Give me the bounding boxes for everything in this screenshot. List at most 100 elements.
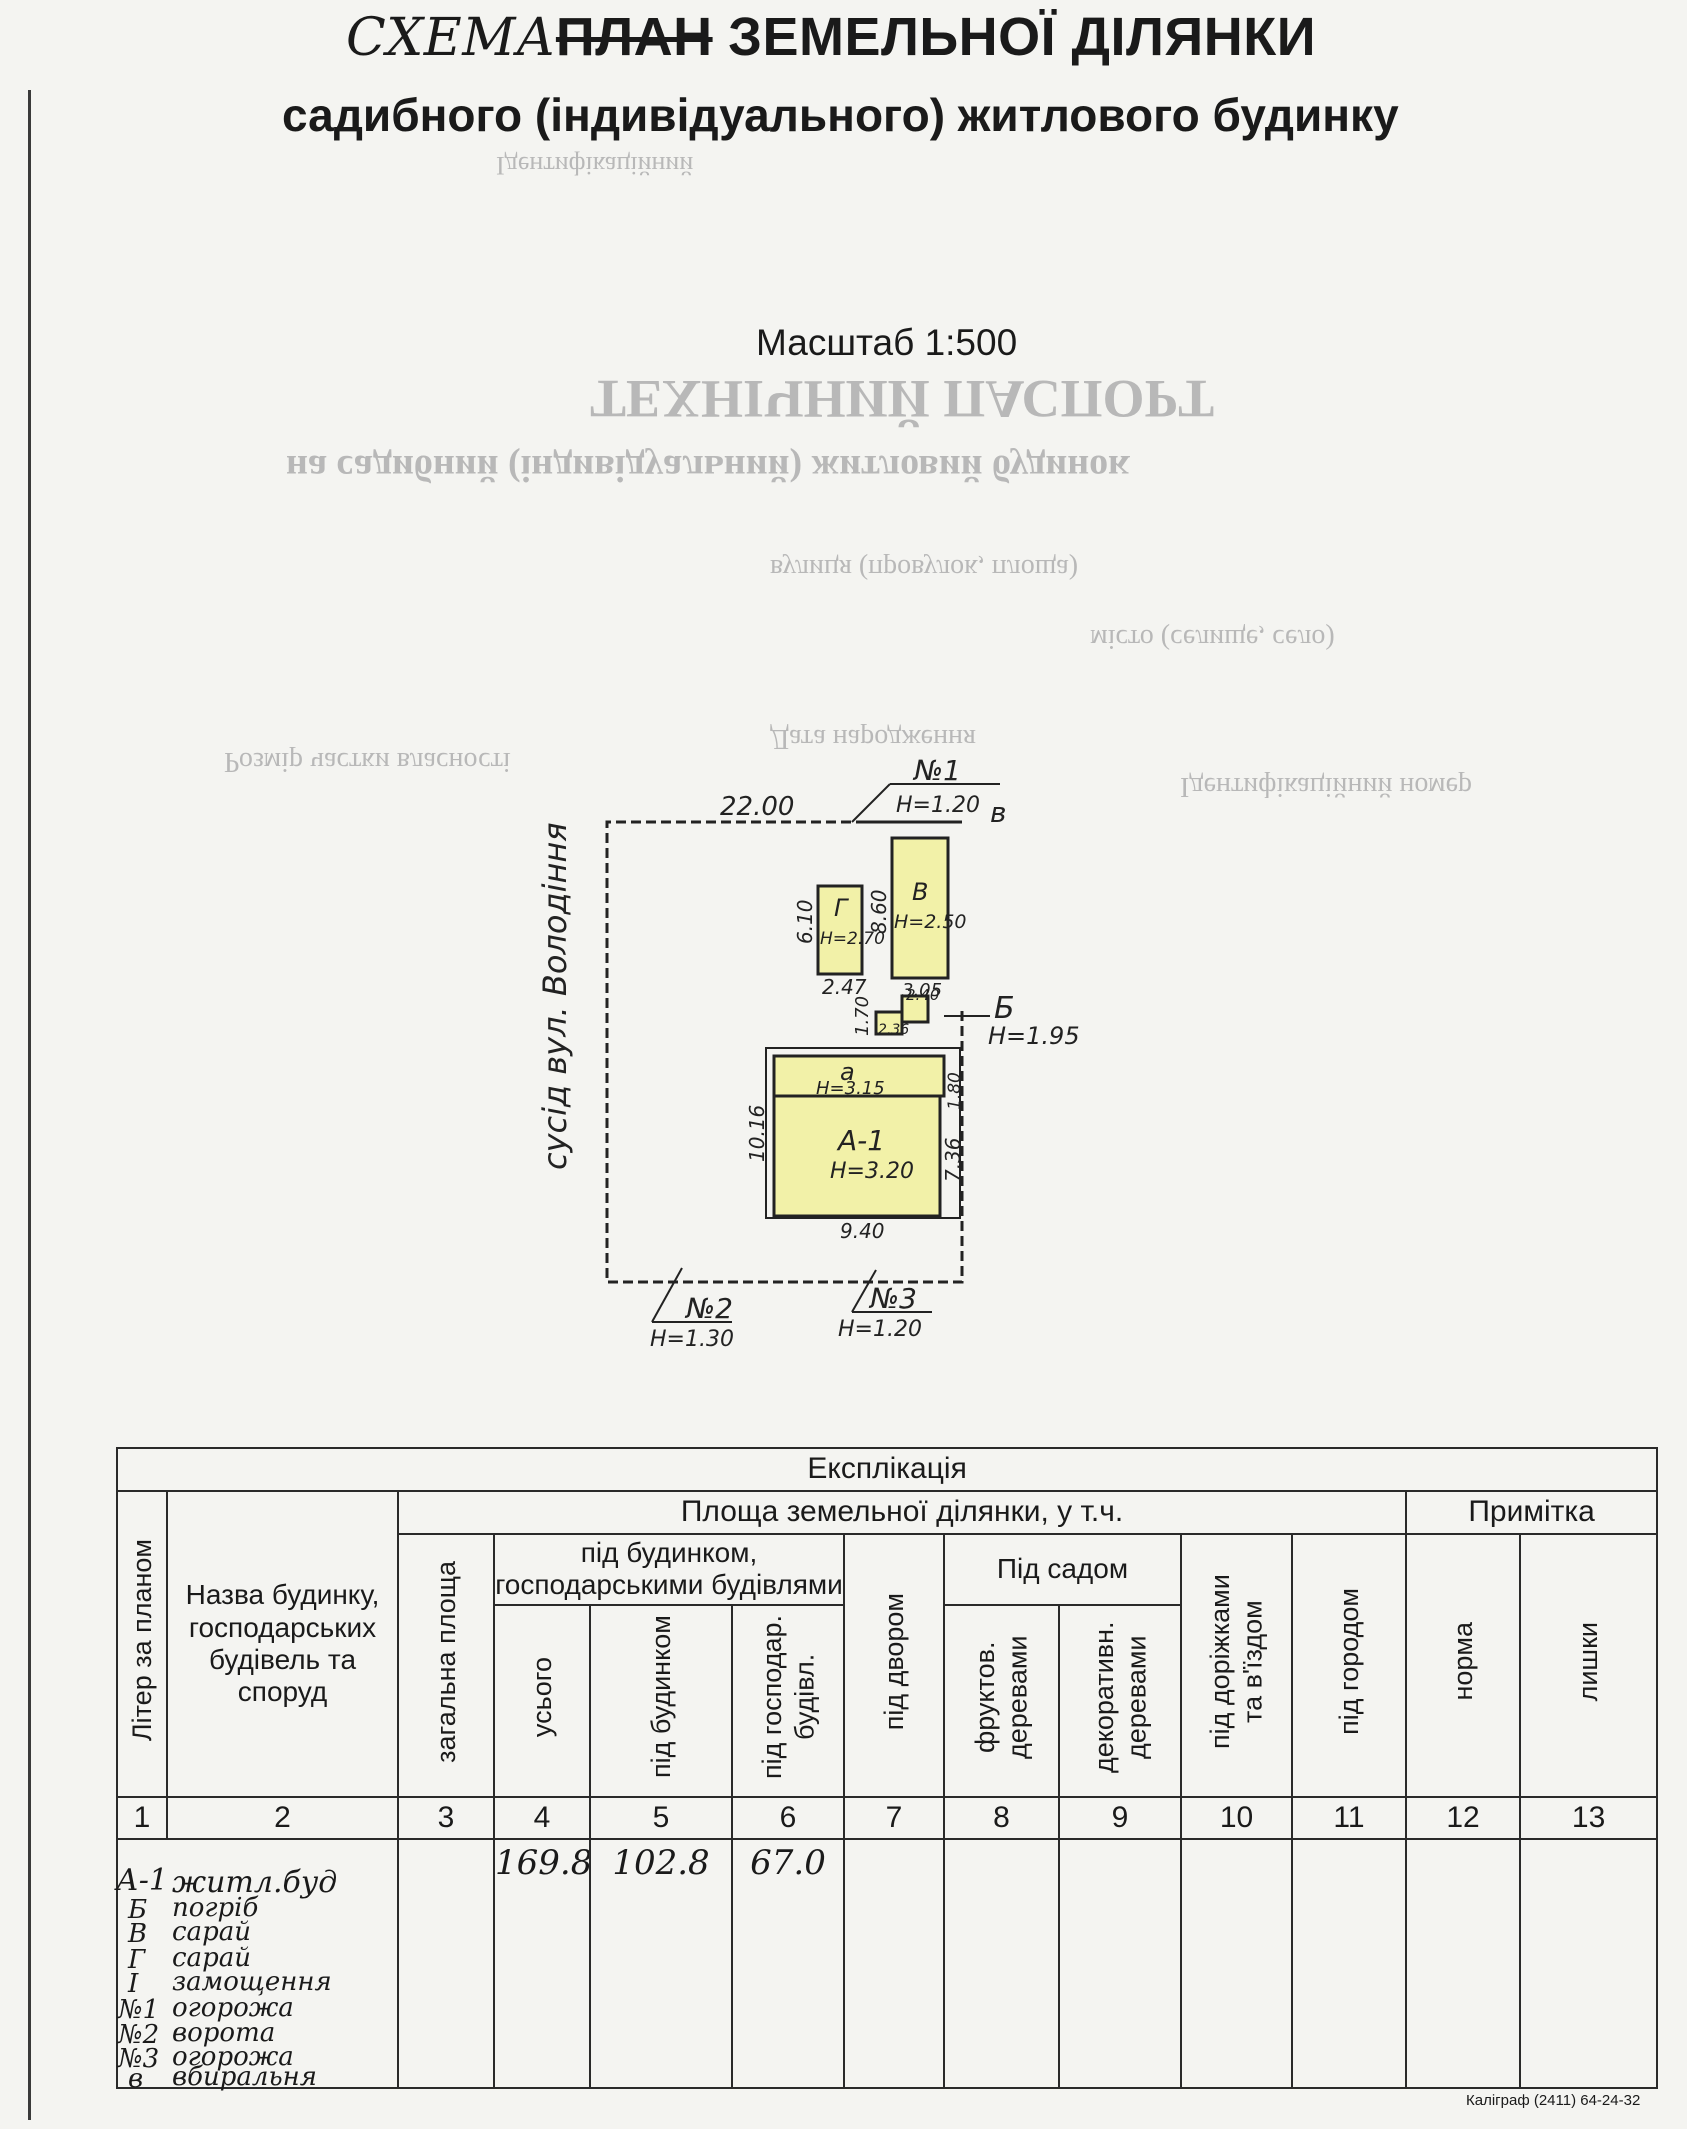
cell-total bbox=[397, 1838, 495, 2089]
house-width: 9.40 bbox=[840, 1219, 885, 1243]
label-v-small: в bbox=[990, 796, 1007, 829]
neighbor-label: сусід вул. Володіння bbox=[536, 822, 574, 1170]
building-g-height: Н=2.70 bbox=[820, 929, 885, 949]
porch-height: Н=3.15 bbox=[816, 1078, 885, 1099]
col-num: 6 bbox=[731, 1795, 845, 1841]
gate-n3-leader bbox=[851, 1269, 877, 1313]
col-num: 1 bbox=[116, 1795, 168, 1841]
col-num: 7 bbox=[843, 1795, 945, 1841]
gate-n3-height: Н=1.20 bbox=[838, 1317, 922, 1342]
gate-n3-label: №3 bbox=[868, 1282, 917, 1315]
header-total: загальна площа bbox=[397, 1532, 495, 1798]
cell-excess bbox=[1518, 1838, 1659, 2089]
building-g-width: 2.47 bbox=[822, 975, 867, 999]
gate-n2-leader bbox=[651, 1267, 683, 1323]
scale-label: Масштаб 1:500 bbox=[756, 322, 1018, 363]
cell-fruit bbox=[943, 1838, 1060, 2089]
title-handwritten: СХЕМА bbox=[346, 8, 556, 68]
cell-yard bbox=[843, 1838, 945, 2089]
page-title: СХЕМАПЛАН ЗЕМЕЛЬНОЇ ДІЛЯНКИ bbox=[346, 6, 1316, 68]
title-struck-word: ПЛАН bbox=[555, 7, 713, 67]
col-num: 5 bbox=[589, 1795, 733, 1841]
porch-letter: а bbox=[840, 1058, 855, 1086]
rows-area bbox=[116, 1838, 399, 2089]
building-g-outline bbox=[816, 884, 864, 976]
row-name: огорожа bbox=[172, 2042, 294, 2072]
cell-outbuild: 67.0 bbox=[731, 1838, 845, 2089]
header-under-buildings: під будинком, господарськими будівлями bbox=[493, 1532, 845, 1606]
cell-norm bbox=[1405, 1838, 1521, 2089]
header-outbuild: під господар. будівл. bbox=[731, 1603, 845, 1798]
gate-n2-label: №2 bbox=[684, 1292, 733, 1325]
row-letter: №2 bbox=[118, 2020, 160, 2050]
col-num: 10 bbox=[1180, 1795, 1293, 1841]
col-num: 9 bbox=[1058, 1795, 1182, 1841]
header-yard: під двором bbox=[843, 1532, 945, 1798]
cell-decor bbox=[1058, 1838, 1182, 2089]
row-name: замощення bbox=[172, 1967, 332, 1997]
dim-top-length: 22.00 bbox=[720, 792, 794, 822]
row-letter: І bbox=[128, 1969, 139, 1999]
building-g-length: 6.10 bbox=[793, 899, 817, 944]
row-name: ворота bbox=[172, 2018, 276, 2048]
building-b-letter: Б bbox=[994, 991, 1015, 1026]
cell-vegetable bbox=[1291, 1838, 1407, 2089]
row-letter: в bbox=[128, 2064, 144, 2094]
house-letter: А-1 bbox=[836, 1124, 885, 1157]
row-name: сарай bbox=[172, 1943, 251, 1973]
building-b-length: 1.70 bbox=[852, 996, 873, 1036]
header-decor: декоративн. деревами bbox=[1058, 1603, 1182, 1798]
gate-n1-height: Н=1.20 bbox=[896, 793, 980, 818]
row-name: огорожа bbox=[172, 1993, 294, 2023]
building-b-width-1: 2.40 bbox=[906, 986, 939, 1004]
building-v-width: 3.05 bbox=[902, 980, 942, 1001]
header-paths: під доріжками та в'їздом bbox=[1180, 1532, 1293, 1798]
header-garden: Під садом bbox=[943, 1532, 1182, 1606]
printer-footer: Каліграф (2411) 64-24-32 bbox=[1466, 2092, 1641, 2109]
building-v-length: 8.60 bbox=[867, 889, 891, 934]
site-plan: 22.00 сусід вул. Володіння №1 Н=1.20 в Г… bbox=[536, 754, 1080, 1352]
table-caption: Експлікація bbox=[115, 1447, 1659, 1492]
col-num: 11 bbox=[1291, 1795, 1407, 1841]
header-excess: лишки bbox=[1518, 1532, 1659, 1798]
header-note: Примітка bbox=[1404, 1489, 1659, 1535]
house-paving-outline bbox=[765, 1047, 961, 1219]
building-v-outline bbox=[890, 836, 950, 980]
gate-n1-label: №1 bbox=[912, 754, 961, 787]
col-num: 2 bbox=[166, 1795, 399, 1841]
table-data-row: 169.8 102.8 67.0 bbox=[116, 1838, 1659, 2089]
page-subtitle: садибного (індивідуального) житлового бу… bbox=[282, 89, 1399, 141]
header-all: усього bbox=[493, 1603, 591, 1798]
row-letter: В bbox=[128, 1919, 148, 1949]
house-length: 10.16 bbox=[745, 1105, 769, 1162]
building-b-annex bbox=[900, 994, 930, 1024]
col-num: 8 bbox=[943, 1795, 1060, 1841]
row-name: погріб bbox=[172, 1893, 259, 1923]
house-offset: 1.80 bbox=[945, 1072, 965, 1110]
column-number-row: 1 2 3 4 5 6 7 8 9 10 11 12 13 bbox=[116, 1795, 1659, 1841]
explication-table: Експлікація Літер за планом Назва будинк… bbox=[115, 1447, 1659, 2089]
house-side-length: 7.36 bbox=[941, 1137, 965, 1182]
header-house: під будинком bbox=[589, 1603, 733, 1798]
row-name: сарай bbox=[172, 1917, 251, 1947]
col-num: 4 bbox=[493, 1795, 591, 1841]
house-outline bbox=[772, 1094, 942, 1218]
cell-paths bbox=[1180, 1838, 1293, 2089]
plot-boundary bbox=[605, 820, 964, 1284]
gate-n1-leader bbox=[851, 783, 891, 823]
building-b-height: Н=1.95 bbox=[988, 1022, 1080, 1050]
cell-house: 102.8 bbox=[589, 1838, 733, 2089]
cell-all: 169.8 bbox=[493, 1838, 591, 2089]
house-height: Н=3.20 bbox=[830, 1159, 914, 1184]
building-b-width-2: 2.36 bbox=[878, 1022, 909, 1038]
header-area-group: Площа земельної ділянки, у т.ч. bbox=[397, 1489, 1407, 1535]
row-letter: Б bbox=[128, 1895, 148, 1925]
col-num: 12 bbox=[1405, 1795, 1521, 1841]
building-v-height: Н=2.50 bbox=[894, 911, 967, 933]
row-letter: Г bbox=[128, 1945, 146, 1975]
col-num: 13 bbox=[1518, 1795, 1659, 1841]
row-letter: №3 bbox=[118, 2044, 160, 2074]
building-g-letter: Г bbox=[834, 894, 849, 922]
header-name: Назва будинку, господарських будівель та… bbox=[166, 1489, 399, 1798]
